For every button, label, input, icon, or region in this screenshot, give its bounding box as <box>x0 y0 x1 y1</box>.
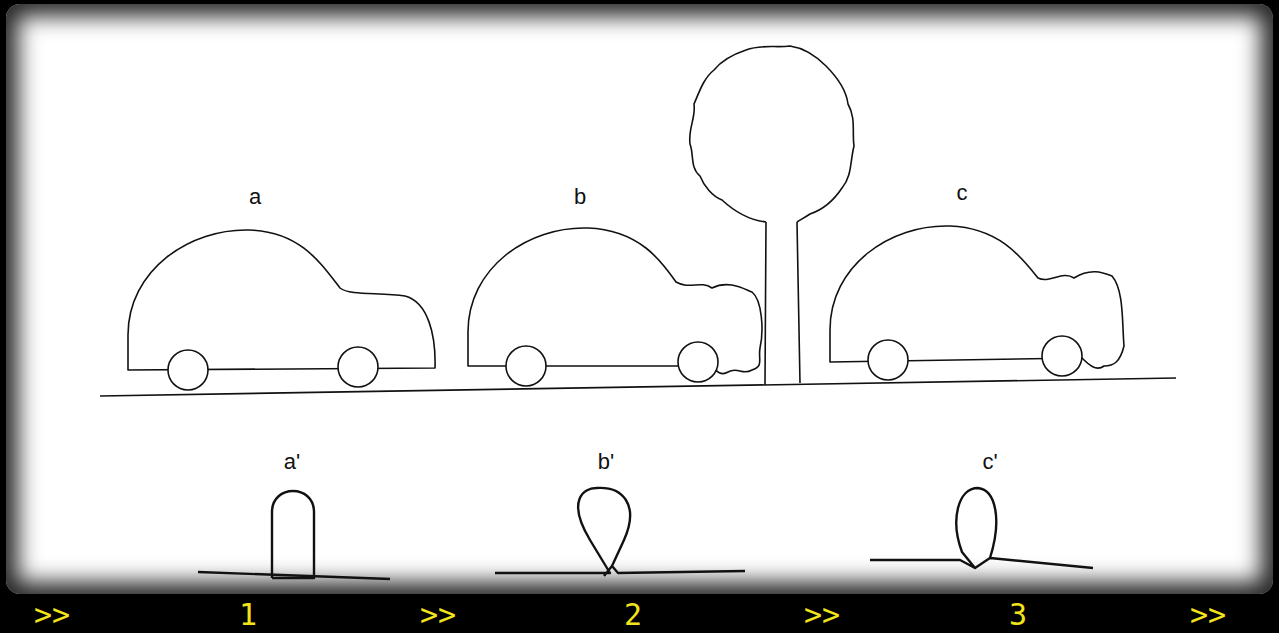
car-c <box>830 226 1124 380</box>
car-a <box>128 230 435 390</box>
loop-a <box>272 491 314 578</box>
loop-c <box>870 488 1093 568</box>
step-number: 1 <box>239 597 257 632</box>
loop-label: b' <box>598 449 614 475</box>
car-letter: a <box>249 184 261 210</box>
car-b <box>468 228 762 386</box>
step-arrow: >> <box>420 597 456 632</box>
loop-label: a' <box>284 449 300 475</box>
step-arrow: >> <box>1190 597 1226 632</box>
loop-label: c' <box>982 449 997 475</box>
step-number: 2 <box>624 597 642 632</box>
step-arrow: >> <box>804 597 840 632</box>
step-arrow: >> <box>34 597 70 632</box>
loop-symbols <box>198 488 1093 579</box>
step-number: 3 <box>1009 597 1027 632</box>
car-letter: b <box>574 184 586 210</box>
loop-b <box>495 488 745 576</box>
ground-line <box>100 378 1176 396</box>
car-letter: c <box>957 180 968 206</box>
